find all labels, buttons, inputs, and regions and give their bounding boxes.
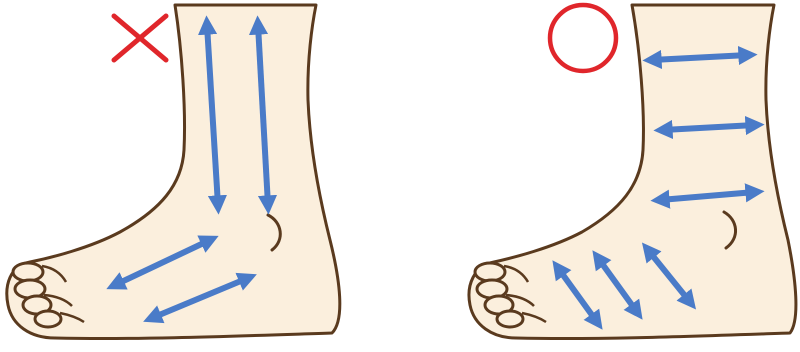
toe-1 xyxy=(475,263,505,281)
foot-illustration-left xyxy=(7,5,340,339)
panel-correct xyxy=(469,5,796,339)
toe-1 xyxy=(13,263,43,281)
toe-4 xyxy=(35,311,61,327)
cross-mark-icon xyxy=(114,16,166,60)
toe-4 xyxy=(497,311,523,327)
foot-body xyxy=(7,5,340,339)
circle-mark-icon xyxy=(550,5,616,71)
panel-incorrect xyxy=(7,5,340,339)
